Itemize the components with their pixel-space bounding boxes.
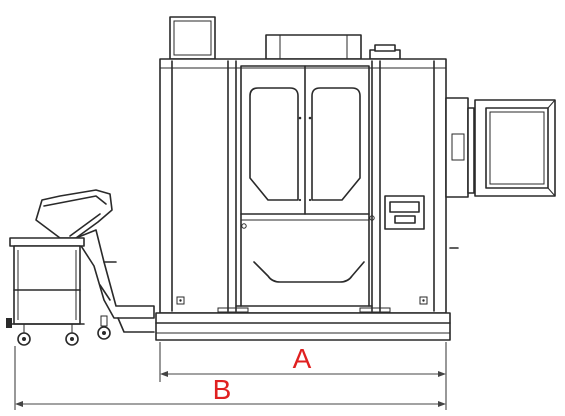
- chip-cart: [6, 237, 85, 346]
- roof-small-box: [369, 44, 401, 60]
- control-panel: [384, 195, 425, 230]
- lower-work-area: [217, 213, 391, 313]
- dimension-b: B: [14, 346, 447, 410]
- main-enclosure: [159, 58, 447, 314]
- dimension-a: A: [159, 342, 447, 382]
- machine-base: [155, 312, 451, 341]
- roof-spindle-housing: [265, 34, 362, 60]
- front-doors: [240, 65, 370, 215]
- roof-exhaust-unit: [169, 16, 216, 60]
- operator-monitor: [445, 97, 556, 249]
- dimension-b-label: B: [213, 374, 232, 405]
- dimension-a-label: A: [293, 343, 312, 374]
